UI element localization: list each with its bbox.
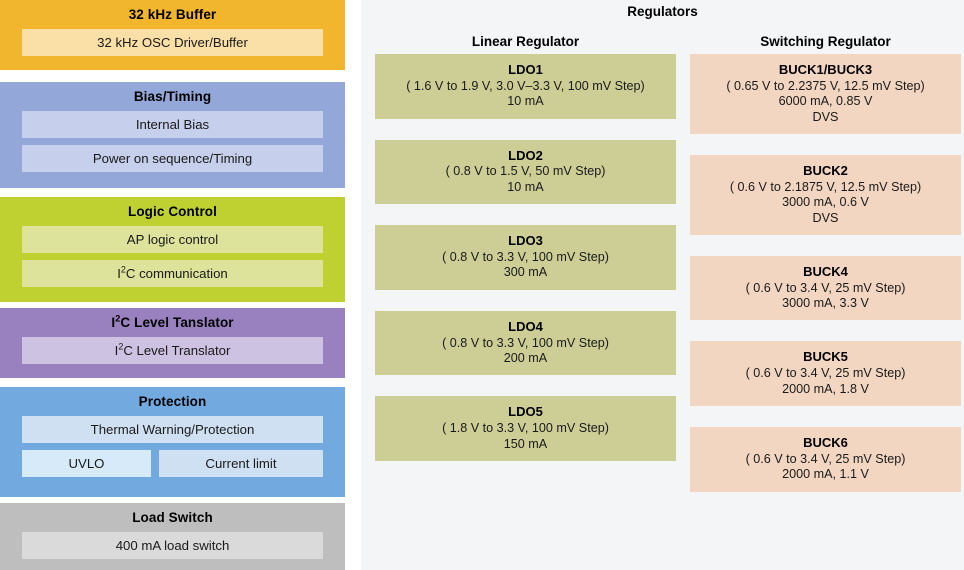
- block-row: Internal Bias: [22, 110, 323, 138]
- function-box[interactable]: 400 mA load switch: [22, 531, 323, 559]
- regulator-box[interactable]: LDO5( 1.8 V to 3.3 V, 100 mV Step)150 mA: [375, 396, 676, 461]
- function-box[interactable]: Power on sequence/Timing: [22, 144, 323, 172]
- regulator-spec-line: 10 mA: [507, 94, 544, 109]
- linear-regulator-header: Linear Regulator: [471, 34, 580, 49]
- regulator-spec-line: ( 0.6 V to 3.4 V, 25 mV Step): [745, 451, 906, 466]
- regulator-spec-line: 3000 mA, 3.3 V: [782, 296, 869, 311]
- regulator-name: BUCK2: [803, 162, 848, 178]
- regulator-box[interactable]: BUCK4( 0.6 V to 3.4 V, 25 mV Step)3000 m…: [690, 255, 961, 321]
- block-row: I2C Level Translator: [22, 336, 323, 364]
- regulator-spec-line: ( 0.8 V to 3.3 V, 100 mV Step): [442, 250, 609, 265]
- function-box[interactable]: I2C communication: [22, 259, 323, 287]
- regulator-spec-line: ( 0.8 V to 3.3 V, 100 mV Step): [442, 335, 609, 350]
- block-title-i2c: I2C Level Tanslator: [111, 313, 234, 330]
- block-row: Thermal Warning/Protection: [22, 415, 323, 443]
- regulator-spec-line: 300 mA: [503, 265, 548, 280]
- regulator-box[interactable]: LDO1( 1.6 V to 1.9 V, 3.0 V–3.3 V, 100 m…: [375, 54, 676, 119]
- regulator-spec-line: ( 0.65 V to 2.2375 V, 12.5 mV Step): [726, 78, 925, 93]
- block-title-prot: Protection: [138, 394, 207, 409]
- regulator-spec-line: ( 1.8 V to 3.3 V, 100 mV Step): [442, 421, 609, 436]
- function-box[interactable]: I2C Level Translator: [22, 336, 323, 364]
- linear-regulator-column: LDO1( 1.6 V to 1.9 V, 3.0 V–3.3 V, 100 m…: [375, 54, 676, 482]
- switching-regulator-column: BUCK1/BUCK3( 0.65 V to 2.2375 V, 12.5 mV…: [690, 54, 961, 513]
- regulator-name: BUCK1/BUCK3: [778, 62, 873, 77]
- regulator-box[interactable]: BUCK6( 0.6 V to 3.4 V, 25 mV Step)2000 m…: [690, 427, 961, 492]
- block-title-bias: Bias/Timing: [133, 89, 212, 104]
- function-box[interactable]: Thermal Warning/Protection: [22, 415, 323, 443]
- block-load: Load Switch 400 mA load switch: [0, 503, 345, 570]
- switching-regulator-header: Switching Regulator: [760, 34, 891, 49]
- regulator-box[interactable]: BUCK2( 0.6 V to 2.1875 V, 12.5 mV Step)3…: [690, 154, 961, 235]
- block-title-logic: Logic Control: [127, 204, 218, 219]
- regulator-name: BUCK4: [803, 263, 848, 279]
- regulator-box[interactable]: BUCK5( 0.6 V to 3.4 V, 25 mV Step)2000 m…: [690, 341, 961, 407]
- regulator-spec-line: 10 mA: [507, 179, 544, 194]
- regulator-spec-line: ( 0.6 V to 2.1875 V, 12.5 mV Step): [729, 179, 922, 194]
- regulator-spec-line: 2000 mA, 1.8 V: [782, 381, 869, 396]
- regulator-spec-line: ( 1.6 V to 1.9 V, 3.0 V–3.3 V, 100 mV St…: [406, 78, 645, 93]
- function-box[interactable]: Current limit: [158, 449, 323, 477]
- function-box[interactable]: AP logic control: [22, 225, 323, 253]
- block-row: 400 mA load switch: [22, 531, 323, 559]
- function-box[interactable]: 32 kHz OSC Driver/Buffer: [22, 28, 323, 56]
- block-title-osc: 32 kHz Buffer: [128, 7, 217, 22]
- regulator-box[interactable]: LDO4( 0.8 V to 3.3 V, 100 mV Step)200 mA: [375, 310, 676, 376]
- regulator-name: BUCK5: [803, 349, 848, 365]
- function-box[interactable]: Internal Bias: [22, 110, 323, 138]
- block-title-load: Load Switch: [132, 510, 213, 525]
- block-osc: 32 kHz Buffer 32 kHz OSC Driver/Buffer: [0, 0, 345, 70]
- regulator-spec-line: DVS: [812, 109, 839, 124]
- block-row: I2C communication: [22, 259, 323, 287]
- regulator-spec-line: ( 0.6 V to 3.4 V, 25 mV Step): [745, 366, 906, 381]
- regulator-spec-line: 150 mA: [503, 436, 548, 451]
- regulator-spec-line: ( 0.6 V to 3.4 V, 25 mV Step): [745, 280, 906, 295]
- regulator-spec-line: 3000 mA, 0.6 V: [782, 195, 869, 210]
- regulator-spec-line: 200 mA: [503, 350, 548, 365]
- regulator-box[interactable]: LDO2( 0.8 V to 1.5 V, 50 mV Step)10 mA: [375, 139, 676, 205]
- block-row: 32 kHz OSC Driver/Buffer: [22, 28, 323, 56]
- regulator-spec-line: 6000 mA, 0.85 V: [778, 94, 873, 109]
- regulator-spec-line: 2000 mA, 1.1 V: [782, 467, 869, 482]
- regulator-box[interactable]: LDO3( 0.8 V to 3.3 V, 100 mV Step)300 mA: [375, 225, 676, 290]
- regulators-panel-title: Regulators: [627, 4, 698, 19]
- regulator-name: LDO2: [508, 147, 543, 163]
- regulator-name: LDO4: [508, 318, 543, 334]
- regulator-box[interactable]: BUCK1/BUCK3( 0.65 V to 2.2375 V, 12.5 mV…: [690, 54, 961, 134]
- regulator-name: BUCK6: [803, 435, 848, 451]
- block-row: Power on sequence/Timing: [22, 144, 323, 172]
- function-box[interactable]: UVLO: [22, 449, 151, 477]
- block-row: AP logic control: [22, 225, 323, 253]
- regulator-name: LDO5: [508, 404, 543, 420]
- regulator-name: LDO3: [508, 233, 543, 249]
- regulators-panel: Regulators Linear Regulator Switching Re…: [361, 0, 964, 570]
- regulator-name: LDO1: [508, 62, 543, 77]
- regulator-spec-line: ( 0.8 V to 1.5 V, 50 mV Step): [445, 164, 606, 179]
- regulator-spec-line: DVS: [812, 210, 839, 225]
